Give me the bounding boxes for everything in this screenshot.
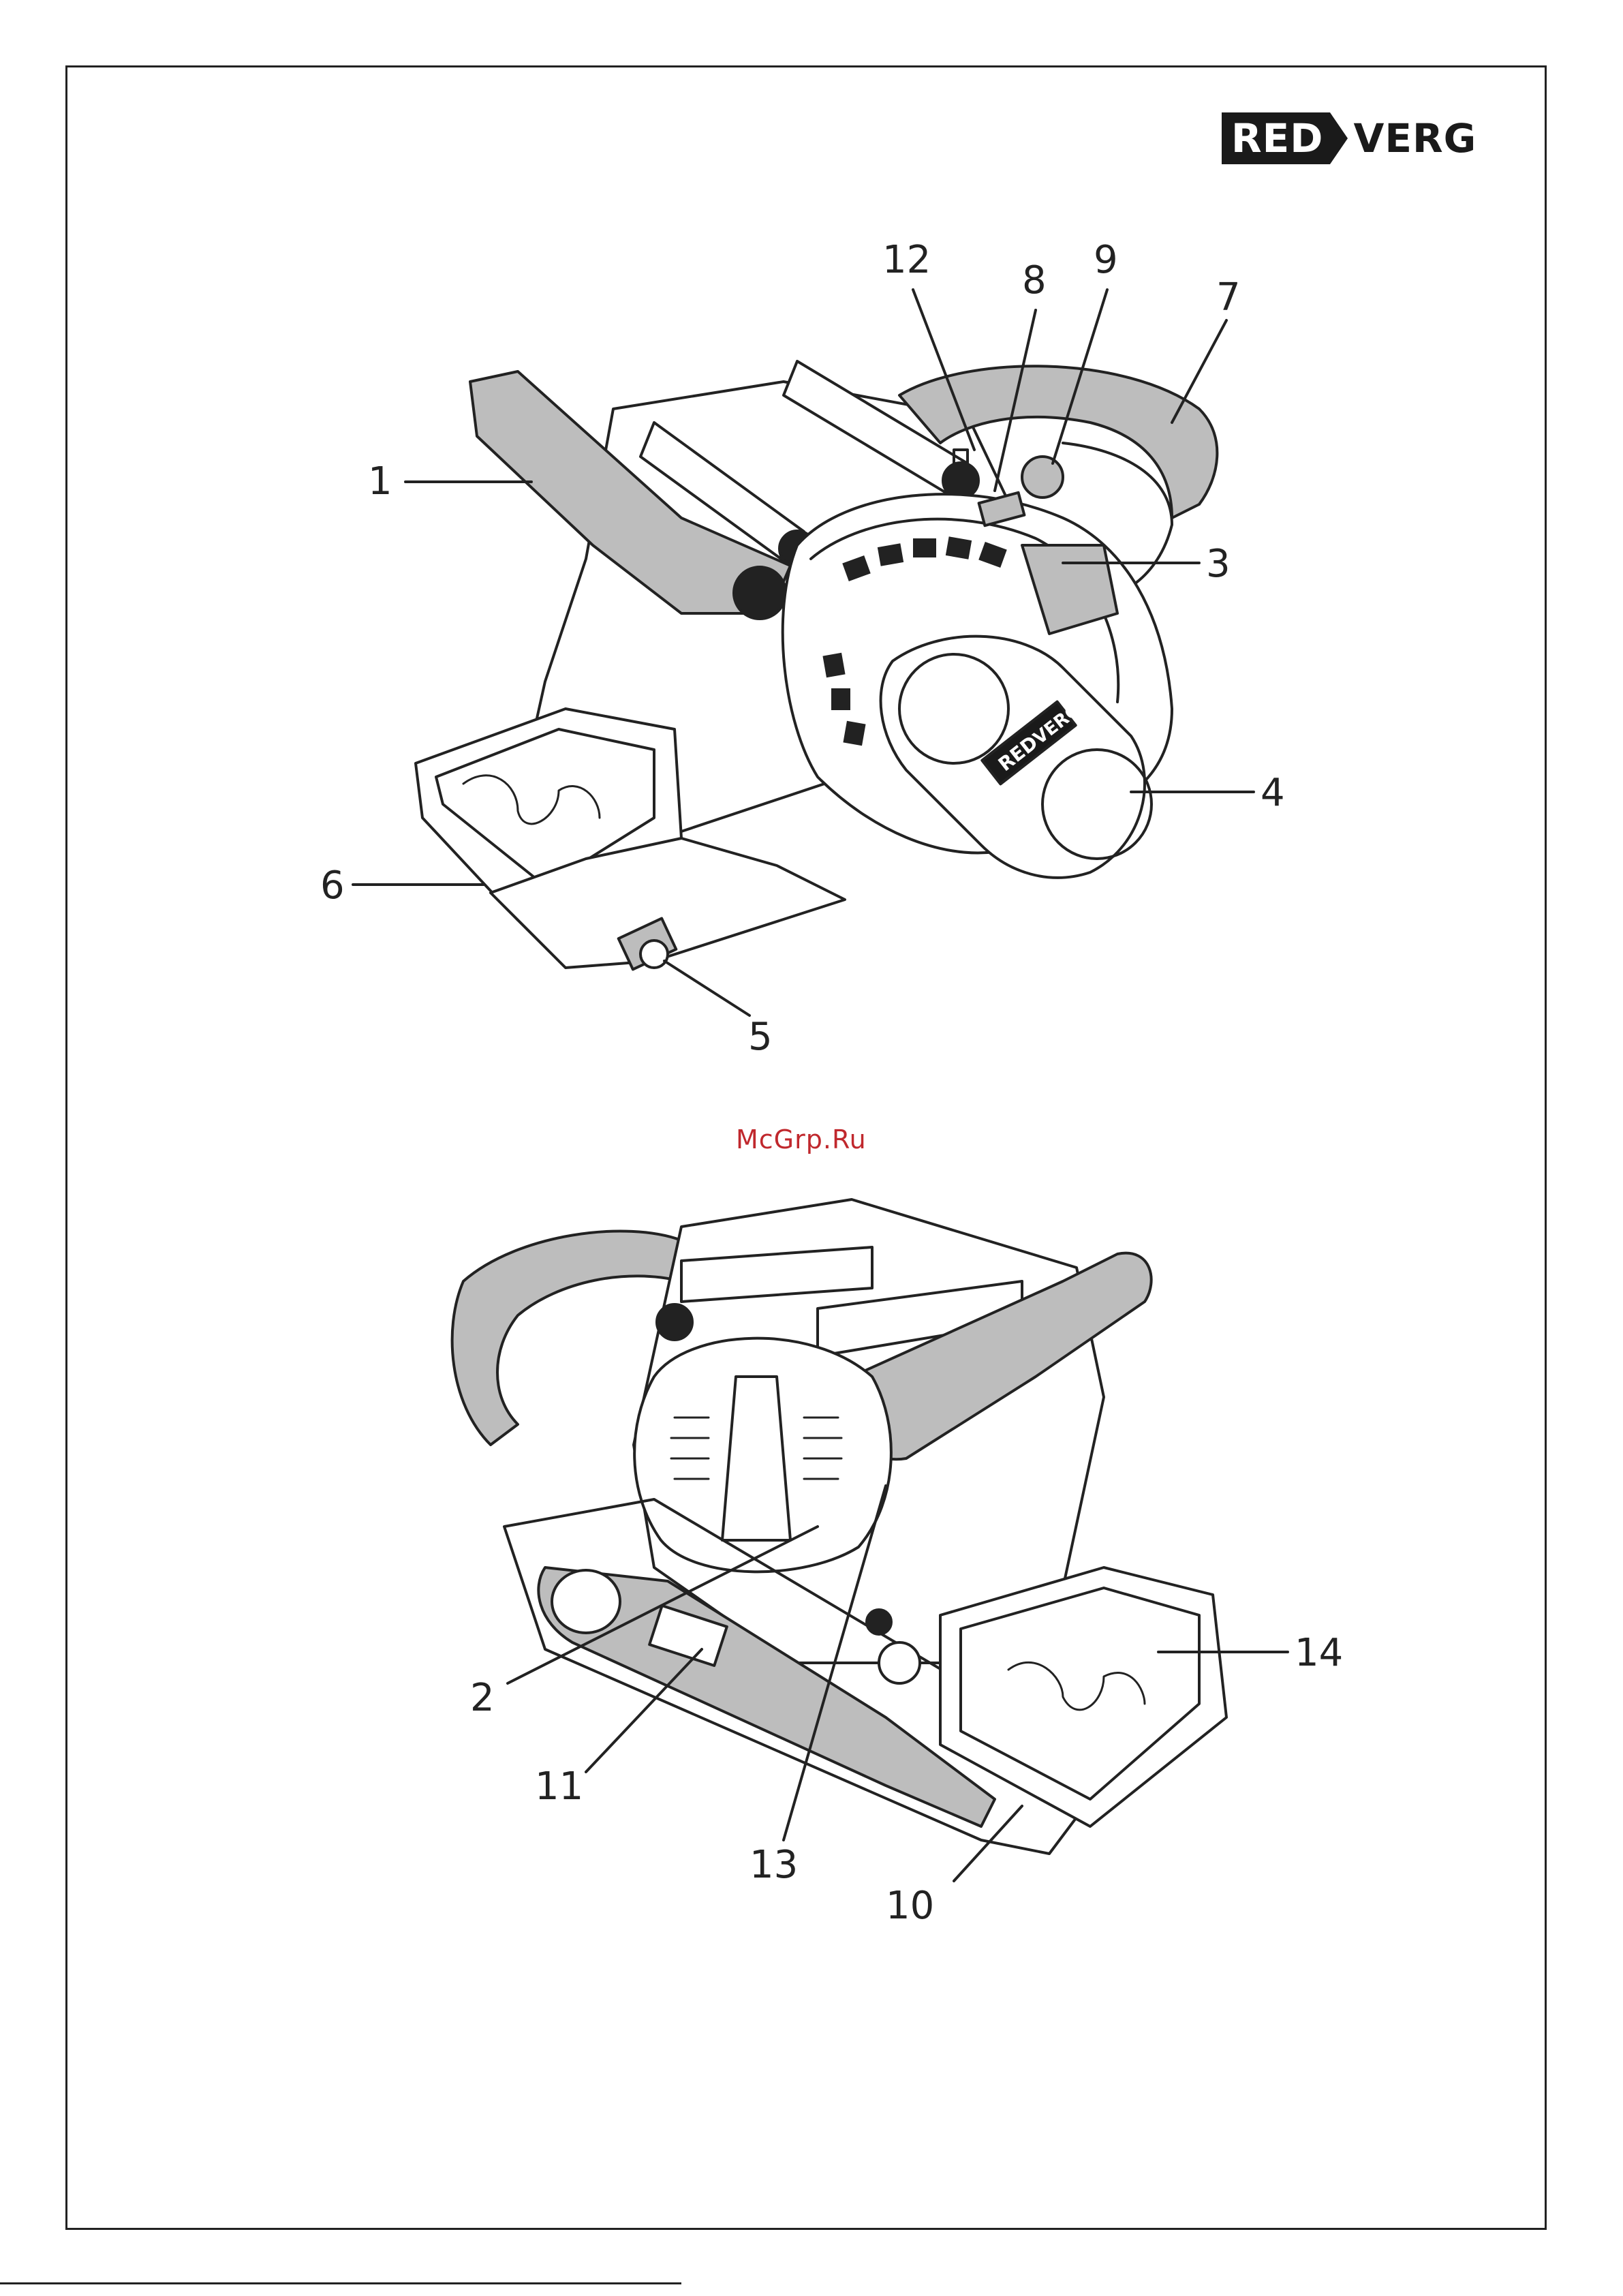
sander-bottom-base — [940, 1567, 1226, 1826]
callout-11: 11 — [535, 1764, 583, 1809]
callout-1: 1 — [368, 459, 392, 504]
callout-7: 7 — [1216, 275, 1241, 320]
callout-6: 6 — [320, 863, 345, 908]
sander-top-view — [353, 290, 1254, 1015]
callout-4: 4 — [1261, 771, 1285, 815]
leader-7 — [1172, 320, 1226, 423]
callout-13: 13 — [749, 1843, 798, 1887]
callout-3: 3 — [1206, 542, 1231, 586]
callout-8: 8 — [1022, 258, 1047, 303]
callout-10: 10 — [886, 1884, 934, 1928]
leader-5 — [664, 961, 749, 1015]
callout-5: 5 — [748, 1015, 773, 1059]
callout-12: 12 — [882, 238, 931, 282]
sander-bottom-end-cap — [634, 1338, 891, 1572]
callout-2: 2 — [470, 1676, 495, 1720]
callout-9: 9 — [1094, 238, 1118, 282]
callout-14: 14 — [1295, 1631, 1343, 1675]
